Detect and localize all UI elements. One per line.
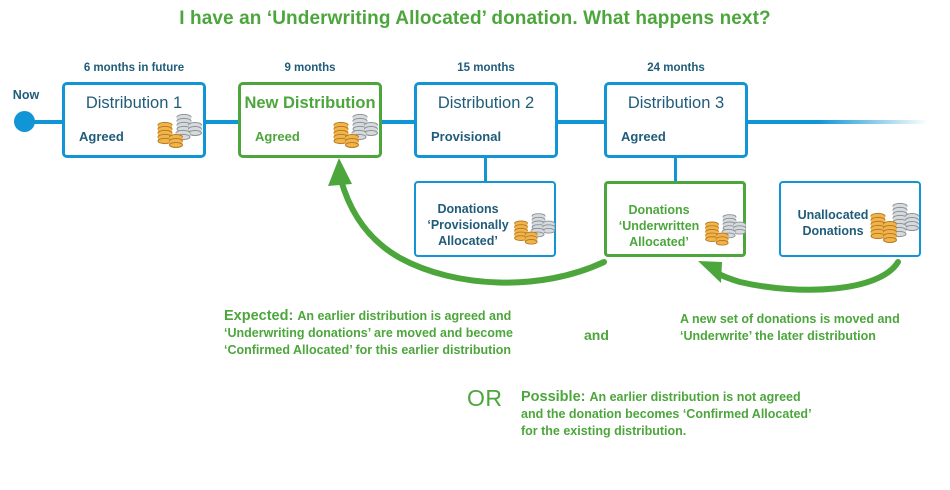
milestone-title-2: New Distribution — [244, 94, 376, 112]
milestone-time-label-2: 9 months — [284, 62, 336, 74]
donation-box-provisionally-allocated[interactable]: Donations ‘Provisionally Allocated’ — [414, 181, 556, 257]
milestone-box-distribution-3[interactable]: Distribution 3 Agreed — [604, 82, 748, 158]
coins-icon — [329, 109, 379, 151]
milestone-box-new-distribution[interactable]: New Distribution Agreed — [238, 82, 382, 158]
milestone-time-label-4: 24 months — [647, 62, 705, 74]
donation-box-text: Unallocated Donations — [787, 207, 879, 239]
milestone-box-distribution-2[interactable]: Distribution 2 Provisional — [414, 82, 558, 158]
coins-icon — [153, 109, 203, 151]
donation-box-line: Allocated’ — [438, 234, 498, 248]
caption-possible-line-3: for the existing distribution. — [521, 424, 687, 438]
caption-expected-line-1: An earlier distribution is agreed and — [297, 309, 512, 323]
caption-expected: Expected:An earlier distribution is agre… — [224, 308, 554, 359]
coins-icon — [510, 208, 556, 248]
now-marker-dot — [14, 111, 35, 132]
caption-expected-line-3: ‘Confirmed Allocated’ for this earlier d… — [224, 343, 512, 357]
page-title: I have an ‘Underwriting Allocated’ donat… — [179, 8, 771, 29]
donation-box-line: ‘Underwritten — [618, 219, 700, 233]
milestone-box-distribution-1[interactable]: Distribution 1 Agreed — [62, 82, 206, 158]
milestone-time-label-1: 6 months in future — [83, 62, 185, 74]
caption-possible-line-1: An earlier distribution is not agreed — [589, 390, 801, 404]
milestone-time-label-3: 15 months — [457, 62, 515, 74]
caption-possible-line-2: and the donation becomes ‘Confirmed Allo… — [521, 407, 812, 421]
arrow-unallocated-to-underwritten — [698, 259, 901, 293]
milestone-title-4: Distribution 3 — [627, 94, 725, 112]
milestone-status-4: Agreed — [621, 129, 666, 144]
donation-box-line: Allocated’ — [629, 235, 689, 249]
milestone-title-1: Distribution 1 — [85, 94, 183, 112]
caption-new-donations: A new set of donations is moved and ‘Und… — [680, 311, 940, 345]
milestone-title-3: Distribution 2 — [437, 94, 535, 112]
caption-right-line-2: ‘Underwrite’ the later distribution — [680, 329, 876, 343]
donation-box-text: Donations ‘Provisionally Allocated’ — [422, 201, 514, 249]
now-label: Now — [12, 88, 40, 102]
connector-distribution2-to-donations — [484, 158, 487, 182]
caption-and-word: and — [584, 327, 609, 343]
donation-box-underwritten-allocated[interactable]: Donations ‘Underwritten Allocated’ — [604, 181, 747, 257]
donation-box-line: Donations — [802, 224, 864, 238]
donation-box-unallocated-donations[interactable]: Unallocated Donations — [779, 181, 921, 257]
caption-or-word: OR — [467, 385, 503, 411]
donation-box-line: Donations — [437, 202, 499, 216]
coins-icon — [701, 209, 747, 249]
milestone-status-2: Agreed — [255, 129, 300, 144]
caption-expected-label: Expected: — [224, 308, 294, 324]
donation-box-text: Donations ‘Underwritten Allocated’ — [613, 202, 705, 250]
donation-box-line: ‘Provisionally — [427, 218, 509, 232]
milestone-status-3: Provisional — [431, 129, 502, 144]
donation-box-line: Unallocated — [797, 208, 869, 222]
caption-expected-line-2: ‘Underwriting donations’ are moved and b… — [224, 326, 513, 340]
timeline-fade-end — [818, 120, 928, 124]
coins-icon — [867, 200, 921, 250]
connector-distribution3-to-donations — [674, 158, 677, 182]
caption-right-line-1: A new set of donations is moved and — [680, 312, 900, 326]
caption-possible: Possible:An earlier distribution is not … — [521, 389, 871, 440]
caption-possible-label: Possible: — [521, 389, 586, 405]
donation-box-line: Donations — [628, 203, 690, 217]
milestone-status-1: Agreed — [79, 129, 124, 144]
